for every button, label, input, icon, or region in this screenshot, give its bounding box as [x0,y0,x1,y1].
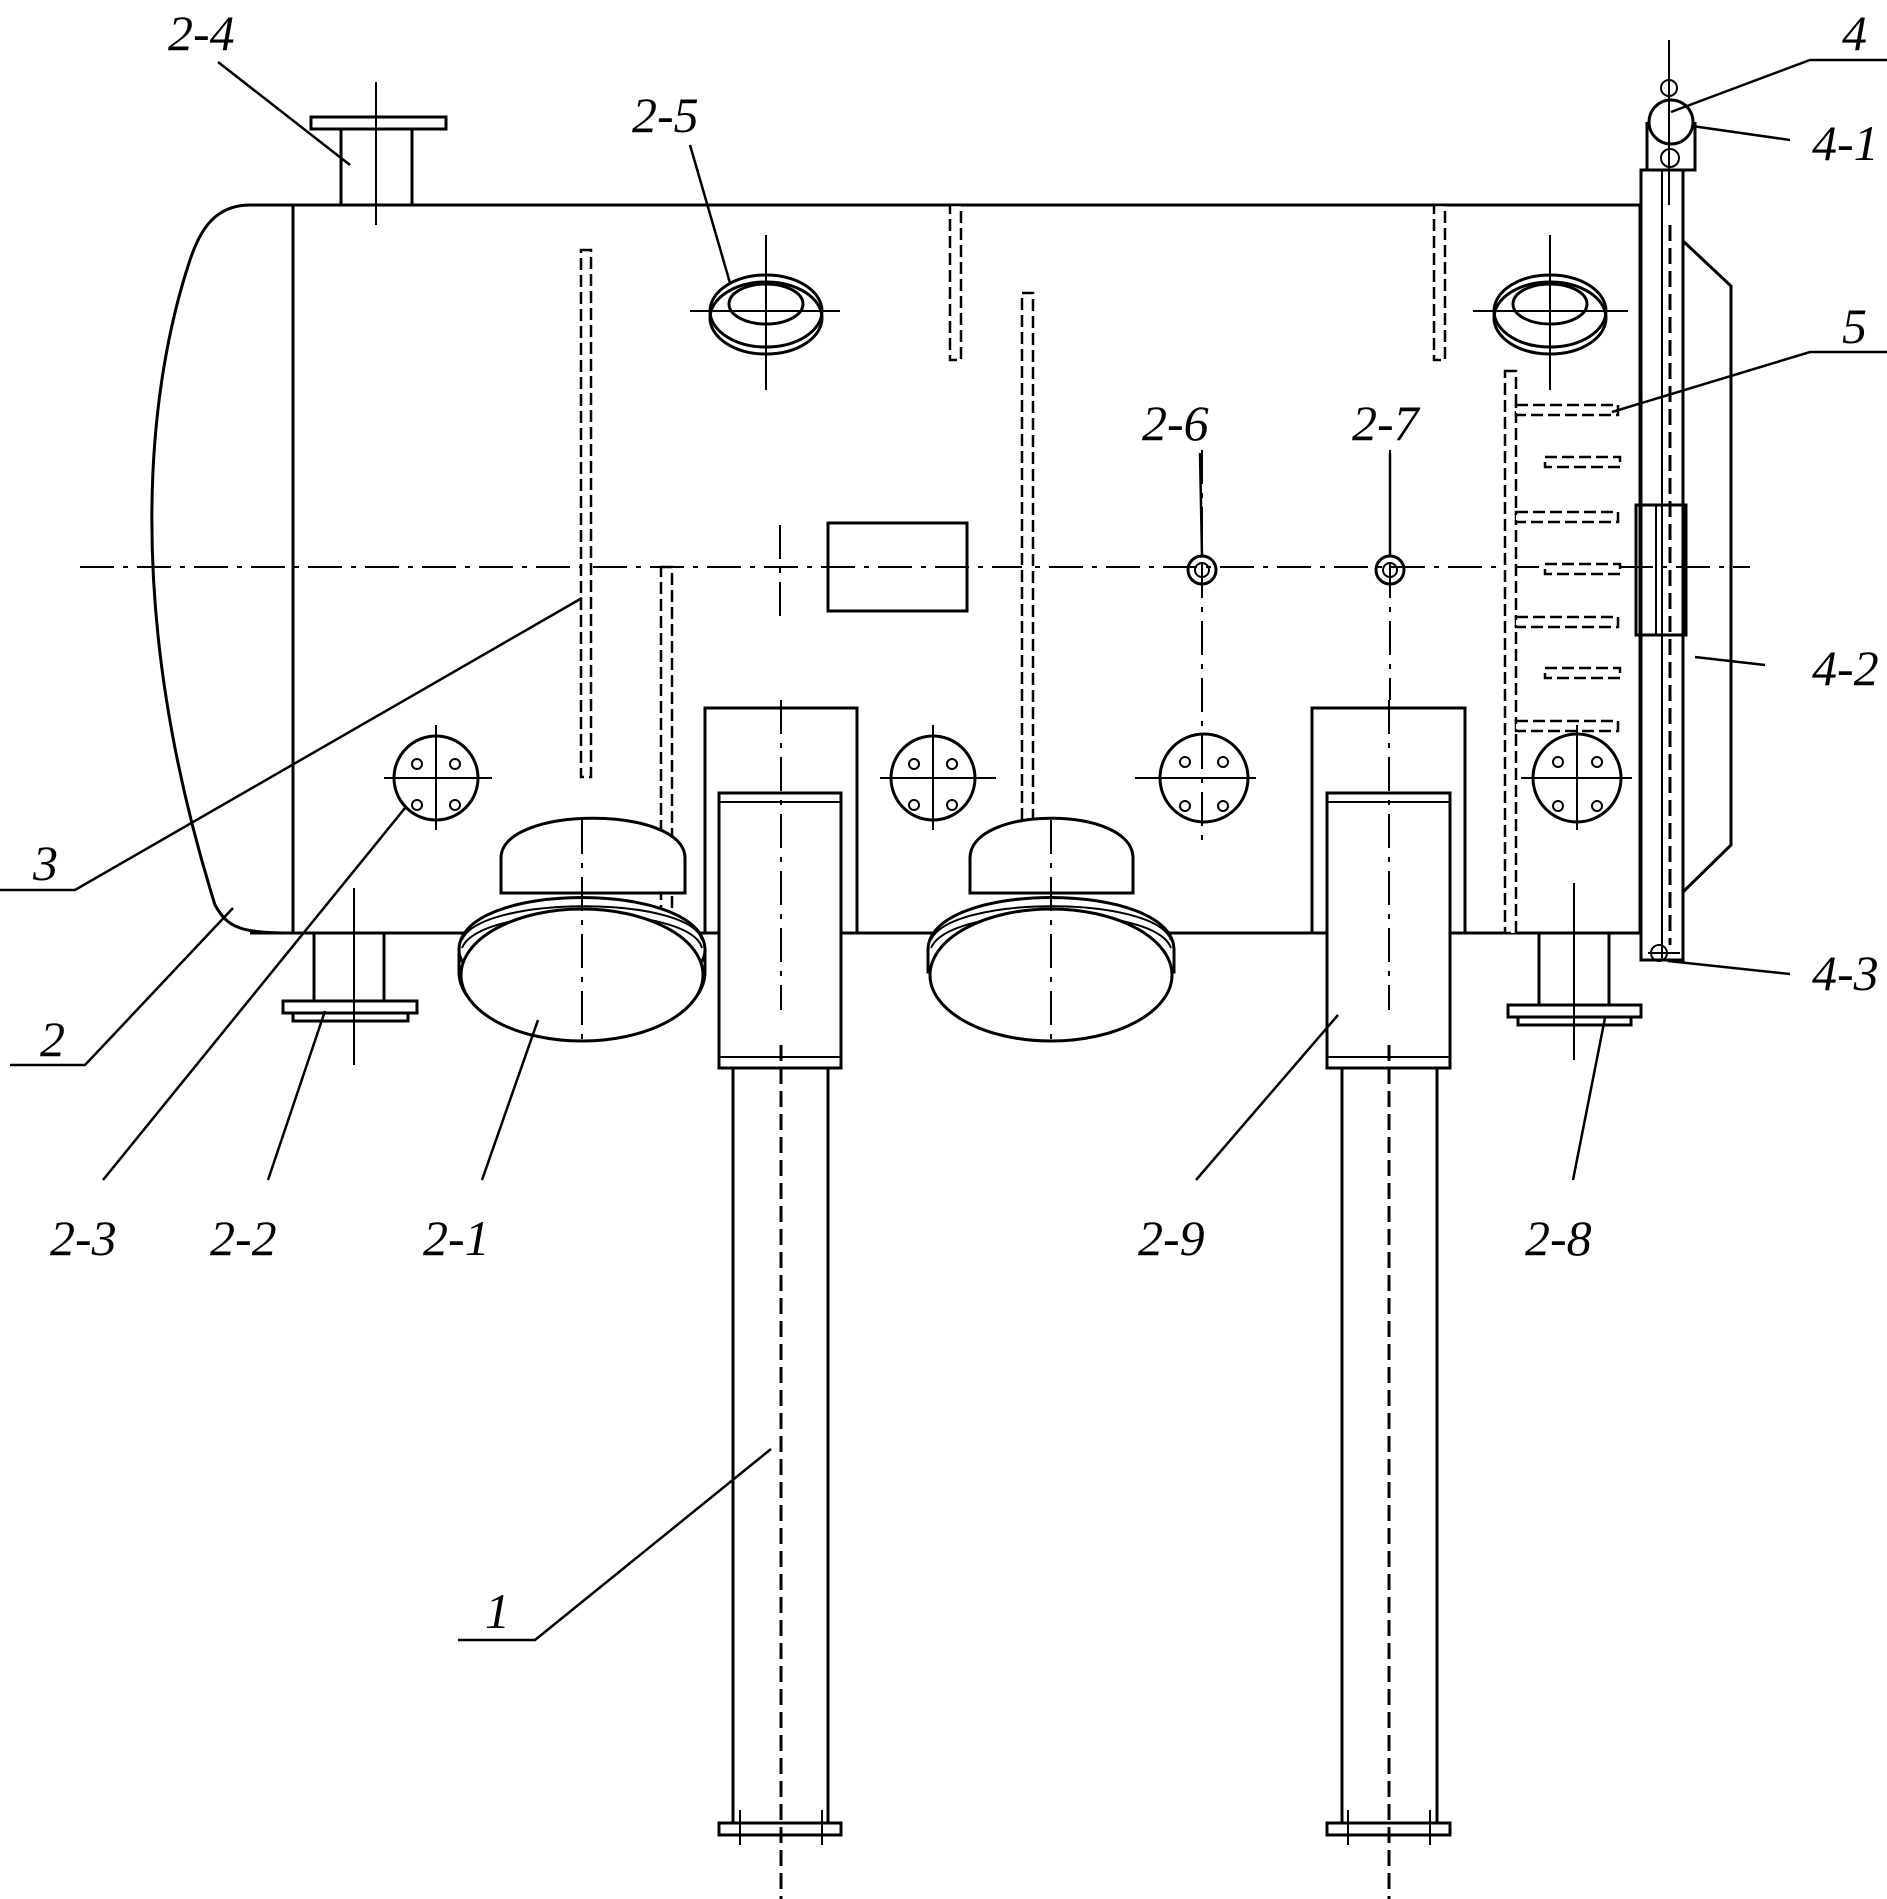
bolted-flange [880,725,996,830]
label-4-3: 4-3 [1812,945,1879,1001]
label-3: 3 [32,835,58,891]
riser-right [1310,700,1467,1899]
label-1: 1 [485,1583,510,1639]
level-gauge [1634,40,1697,962]
baffle-right [1503,369,1518,935]
instrument-sockets [1186,450,1406,845]
label-2-4: 2-4 [168,5,235,61]
bolted-flange [1521,725,1632,830]
part-labels: 2-4 2-5 4 4-1 5 2-6 2-7 4-2 3 4-3 2 2-3 … [32,5,1879,1639]
bottom-dome-2-1-left [457,816,707,1043]
label-5: 5 [1842,298,1867,354]
label-2-5: 2-5 [632,87,699,143]
bottom-dome-2-1-right [926,816,1176,1045]
label-2-7: 2-7 [1352,395,1421,451]
bottom-nozzle-2-8 [1506,883,1643,1060]
baffle-top-1 [948,203,963,362]
label-2-9: 2-9 [1138,1210,1205,1266]
label-2-3: 2-3 [50,1210,117,1266]
baffle-3 [579,248,593,779]
leader-lines [0,58,1887,1642]
gauge-window [1634,503,1688,637]
label-4-1: 4-1 [1812,115,1879,171]
label-2: 2 [40,1011,65,1067]
label-2-2: 2-2 [210,1210,277,1266]
manhole-2-5-right [1473,235,1628,390]
gauge-top-valve [1660,79,1678,97]
bolted-flange [384,725,492,830]
label-2-1: 2-1 [423,1210,490,1266]
nameplate [826,521,969,613]
label-4: 4 [1842,5,1867,61]
flange-connections-2-3 [384,725,1632,830]
baffle-top-2 [1432,203,1447,362]
label-2-6: 2-6 [1142,395,1209,451]
riser-left [703,700,859,1899]
end-cover-plate [1681,239,1733,894]
manhole-2-5-left [690,235,840,390]
label-2-8: 2-8 [1525,1210,1592,1266]
top-nozzle-2-4 [309,82,448,225]
label-4-2: 4-2 [1812,640,1879,696]
baffle-center [1020,291,1035,845]
left-dished-head [150,203,294,935]
vessel-shell [80,203,1750,935]
bottom-nozzle-2-2 [281,888,419,1065]
gauge-handwheel-4-1 [1647,98,1695,146]
bolted-flange [1135,732,1256,824]
